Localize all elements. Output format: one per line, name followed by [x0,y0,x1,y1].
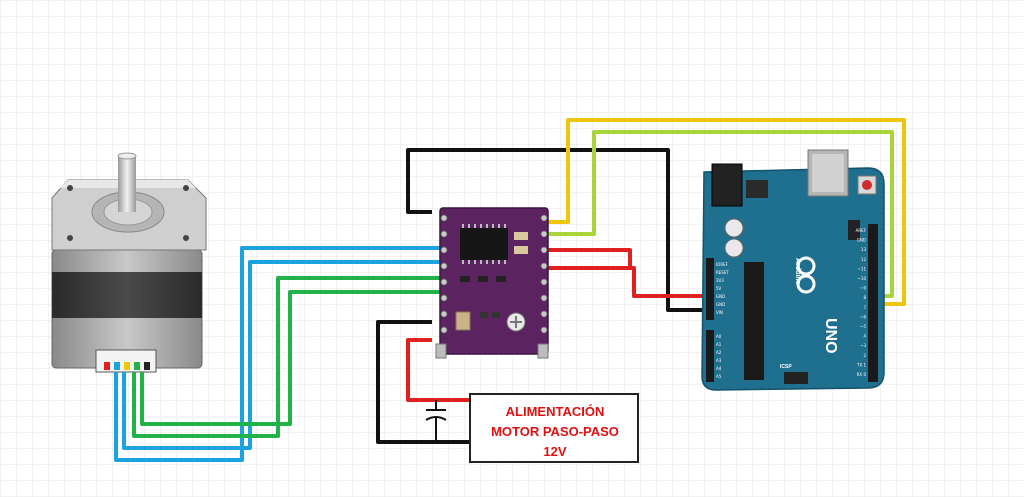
wire-black-gnd-power [376,320,470,444]
digital-pin-labels: AREF GND 13 12 ~11 ~10 ~9 8 7 ~6 ~5 4 ~3 2 TX 1 RX 0 [856,228,867,377]
pin-label: 4 [863,334,866,339]
pin-label: 13 [861,247,867,252]
pin-label: 12 [861,257,867,262]
pin-label: ~5 [860,324,866,329]
wire-blue-coil-a2 [122,260,440,450]
pin-label: IOREF [716,262,729,267]
wire-red-vmot [406,338,470,402]
icsp-label: ICSP [780,364,792,370]
wire-red-5v [630,266,712,298]
pin-label: VIN [716,310,723,315]
power-supply-label-2: MOTOR PASO-PASO [491,424,619,439]
wire-green-coil-b1 [132,276,440,438]
pin-label: 8 [863,295,866,300]
arduino-brand-label: Arduino [794,258,801,285]
wire-green-coil-b2 [140,290,440,426]
pin-label: ~6 [860,314,866,319]
stepper-driver-module [435,207,549,359]
pin-label: A2 [716,350,722,355]
stepper-motor [51,152,207,373]
pin-label: ~11 [858,266,867,271]
pin-label: GND [857,238,866,243]
power-supply-label-1: ALIMENTACIÓN [506,404,605,419]
pin-label: GND [716,302,725,307]
motor-coil-wires [114,246,440,462]
pin-label: A4 [716,366,722,371]
wire-yellow-step [540,118,906,306]
pin-label: ~3 [860,343,866,348]
pin-label: A5 [716,374,722,379]
pin-label: RESET [716,270,729,275]
logic-wires [376,118,906,444]
pin-label: ~10 [858,276,867,281]
pin-label: ~9 [860,286,866,291]
capacitor-plate-bottom [425,416,447,421]
power-jack [711,163,743,207]
pin-label: GND [716,294,725,299]
power-supply: ALIMENTACIÓN MOTOR PASO-PASO 12V [425,393,639,463]
pin-label: A3 [716,358,722,363]
wire-black-enable [406,148,712,312]
wire-red-vdd [548,248,632,270]
pin-label: RX 0 [857,372,867,377]
arduino-uno-board [701,149,885,391]
pin-label: 5V [716,286,722,291]
pin-label: TX 1 [856,362,866,367]
driver-chip [460,228,508,260]
arduino-logo [796,256,816,294]
pin-label: A0 [716,334,722,339]
wire-lime-dir [540,130,894,298]
power-supply-box [469,393,639,463]
power-pin-labels: IOREF RESET 3V3 5V GND GND VIN [716,262,729,315]
arduino-labels: UNO Arduino ICSP IOREF RESET 3V3 5V GND GND VI… [716,228,867,379]
pin-label: 3V3 [716,278,724,283]
power-supply-label-3: 12V [543,444,566,459]
digital-header [868,224,878,382]
arduino-model-label: UNO [822,318,839,354]
pin-label: 7 [863,305,866,310]
pin-label: 2 [863,353,866,358]
power-header [706,258,714,320]
atmega-chip [744,262,764,380]
pin-label: AREF [856,228,867,233]
wire-blue-coil-a1 [114,246,440,462]
pin-label: A1 [716,342,722,347]
analog-header [706,330,714,382]
